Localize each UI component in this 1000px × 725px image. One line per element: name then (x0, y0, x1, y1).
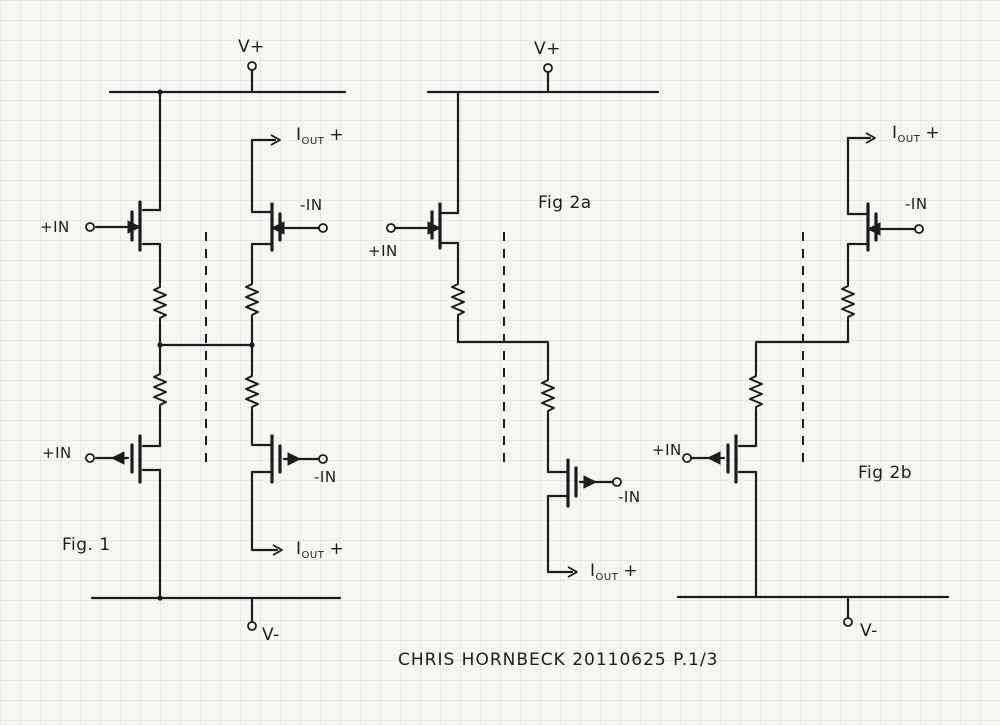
in-pos-label: +IN (368, 242, 398, 260)
figure-2b-title: Fig 2b (858, 463, 912, 483)
resistor (153, 282, 167, 323)
in-pos-terminal-1 (85, 222, 95, 232)
in-pos-label: +IN (40, 218, 70, 236)
vplus-terminal (247, 61, 257, 71)
vminus-terminal (247, 621, 257, 631)
in-pos-terminal (682, 453, 692, 463)
in-neg-label: -IN (300, 196, 323, 214)
vplus-label: V+ (534, 39, 561, 59)
iout-label: IOUT+ (296, 125, 344, 147)
in-pos-label: +IN (652, 441, 682, 459)
resistor (153, 369, 167, 410)
in-neg-terminal-1 (318, 223, 328, 233)
figure-1-title: Fig. 1 (62, 535, 111, 555)
iout-label: IOUT+ (892, 123, 940, 145)
in-neg-label: -IN (905, 195, 928, 213)
vminus-label: V- (860, 621, 878, 641)
figure-2b-circuit (676, 132, 950, 627)
in-neg-terminal (612, 477, 622, 487)
vplus-terminal (543, 63, 553, 73)
in-pos-label: +IN (42, 444, 72, 462)
iout-label: IOUT+ (590, 561, 638, 583)
in-neg-label: -IN (314, 468, 337, 486)
resistor (245, 371, 259, 412)
resistor (245, 279, 259, 320)
author-caption: CHRIS HORNBECK 20110625 P.1/3 (398, 650, 719, 670)
in-pos-terminal-2 (85, 453, 95, 463)
figure-2a-title: Fig 2a (538, 193, 592, 213)
vplus-label: V+ (238, 37, 265, 57)
resistor (749, 371, 763, 412)
in-neg-terminal-2 (318, 454, 328, 464)
in-pos-terminal (386, 223, 396, 233)
in-neg-terminal (914, 224, 924, 234)
in-neg-label: -IN (618, 488, 641, 506)
vminus-label: V- (262, 625, 280, 645)
resistor (541, 375, 555, 416)
figure-2a-circuit (386, 63, 660, 578)
vminus-terminal (843, 617, 853, 627)
resistor (451, 279, 465, 320)
iout-label: IOUT+ (296, 539, 344, 561)
figure-1-circuit (85, 61, 347, 631)
resistor (841, 281, 855, 322)
